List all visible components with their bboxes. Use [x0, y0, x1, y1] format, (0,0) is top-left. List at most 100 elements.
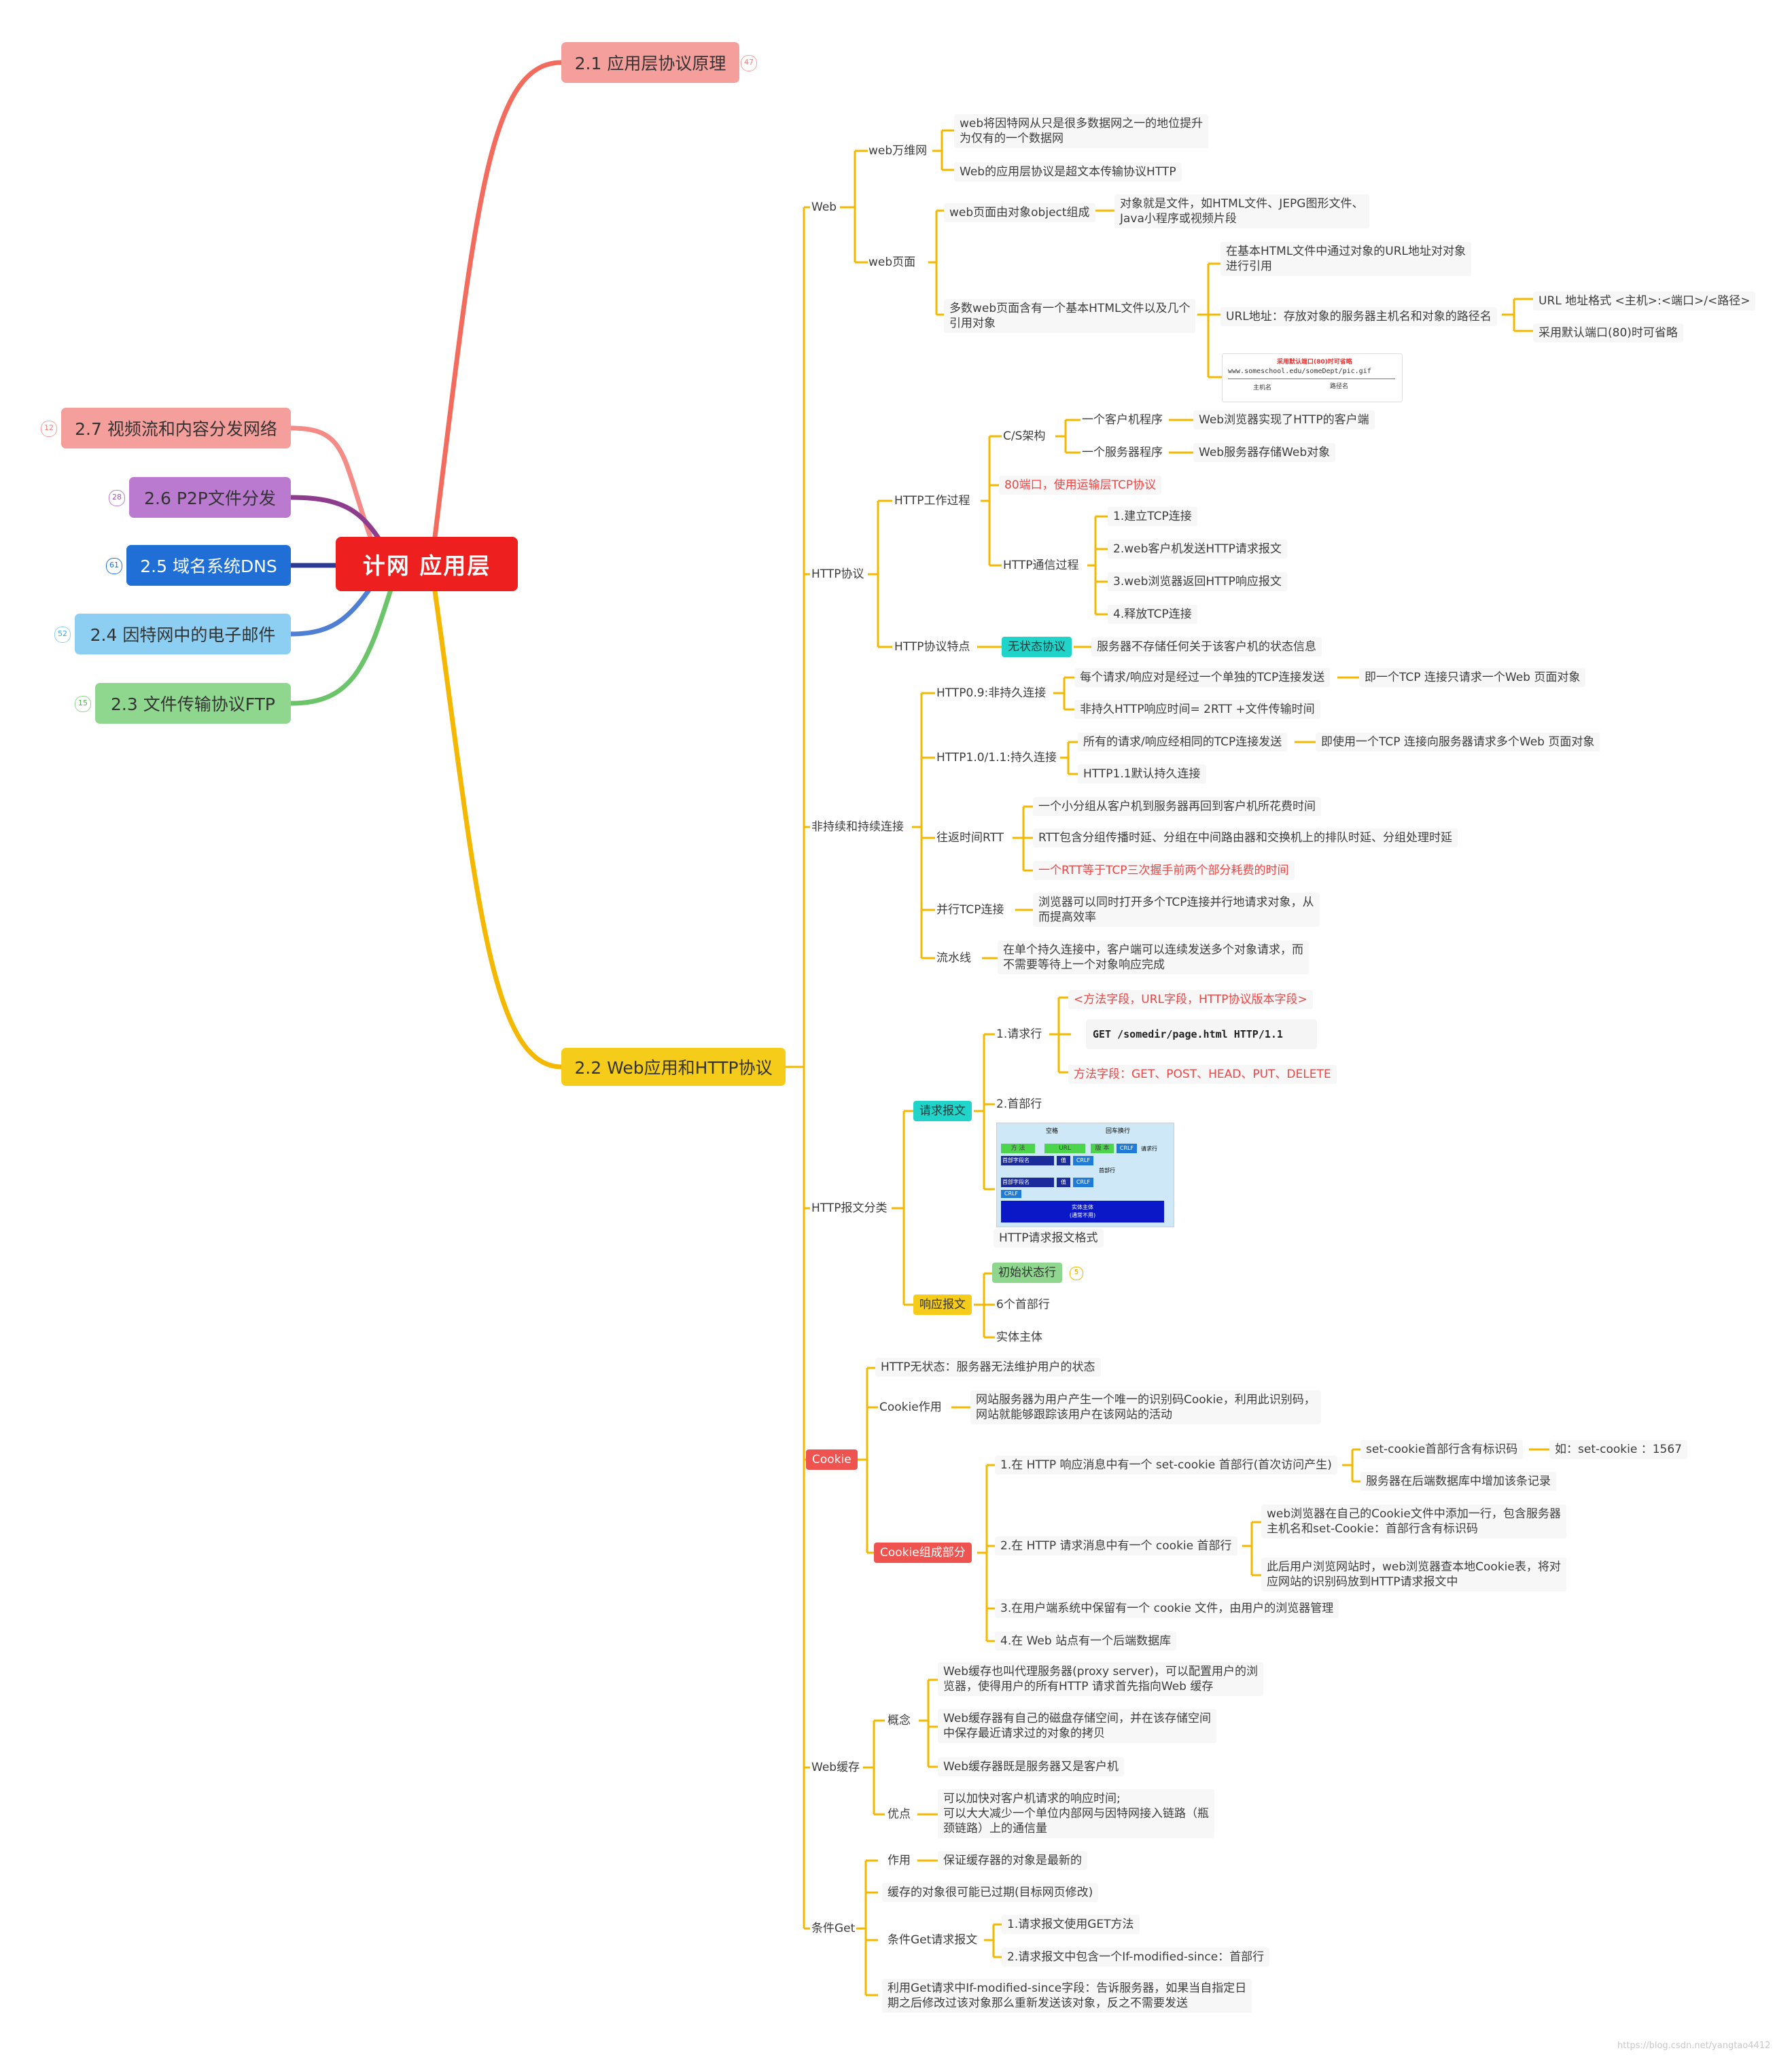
- parallel-note: 浏览器可以同时打开多个TCP连接并行地请求对象，从 而提高效率: [1033, 893, 1320, 927]
- topic-2-6[interactable]: 2.6 P2P文件分发: [129, 477, 291, 518]
- topic-2-7[interactable]: 2.7 视频流和内容分发网络: [61, 408, 291, 448]
- cookie-part-2b: 此后用户浏览网站时，web浏览器查本地Cookie表，将对 应网站的识别码放到H…: [1261, 1558, 1566, 1591]
- fig-value-cell: 值: [1057, 1178, 1070, 1187]
- web-cache-node[interactable]: Web缓存: [811, 1761, 860, 1774]
- fig-body-cell: 实体主体 (通常不用): [1001, 1201, 1164, 1222]
- concept-node[interactable]: 概念: [888, 1714, 911, 1727]
- topic-2-2[interactable]: 2.2 Web应用和HTTP协议: [561, 1048, 786, 1086]
- client-note: Web浏览器实现了HTTP的客户端: [1193, 410, 1375, 429]
- parallel-node[interactable]: 并行TCP连接: [936, 903, 1004, 917]
- ref-note: 在基本HTML文件中通过对象的URL地址对对象 进行引用: [1220, 242, 1472, 276]
- fig-value-cell: 值: [1057, 1156, 1070, 1165]
- root-topic[interactable]: 计网 应用层: [336, 537, 518, 591]
- conn-node[interactable]: 非持续和持续连接: [811, 820, 904, 834]
- fig-crlf-cell: CRLF: [1001, 1190, 1021, 1198]
- url-port-note: 采用默认端口(80)时可省略: [1533, 323, 1683, 342]
- count-badge: 61: [106, 558, 122, 574]
- pipeline-note: 在单个持久连接中，客户端可以连续发送多个对象请求，而 不需要等待上一个对象响应完…: [998, 940, 1309, 974]
- url-node[interactable]: URL地址：存放对象的服务器主机名和对象的路径名: [1220, 307, 1497, 326]
- topic-2-4[interactable]: 2.4 因特网中的电子邮件: [75, 614, 291, 654]
- cget-request-1: 1.请求报文使用GET方法: [1002, 1915, 1140, 1934]
- object-note: 对象就是文件，如HTML文件、JEPG图形文件、 Java小程序或视频片段: [1114, 194, 1369, 228]
- count-badge: 5: [1070, 1267, 1083, 1280]
- request-line-node[interactable]: 1.请求行: [996, 1027, 1042, 1041]
- cookie-part-2a: web浏览器在自己的Cookie文件中添加一行，包含服务器 主机名和set-Co…: [1261, 1504, 1566, 1538]
- http09-node[interactable]: HTTP0.9:非持久连接: [936, 686, 1047, 700]
- wanweiwang-node[interactable]: web万维网: [868, 144, 928, 158]
- http11-note-b: HTTP1.1默认持久连接: [1078, 764, 1206, 784]
- cookie-part-2[interactable]: 2.在 HTTP 请求消息中有一个 cookie 首部行: [995, 1536, 1237, 1555]
- topic-2-1[interactable]: 2.1 应用层协议原理: [561, 42, 739, 83]
- cs-node[interactable]: C/S架构: [1003, 429, 1046, 443]
- cache-concept-1: Web缓存也叫代理服务器(proxy server)，可以配置用户的浏 览器，使…: [938, 1662, 1263, 1696]
- img-caption: 采用默认端口(80)时可省略: [1277, 359, 1352, 366]
- fig-crlf-top-label: 回车换行: [1106, 1128, 1131, 1135]
- step-3: 3.web浏览器返回HTTP响应报文: [1108, 572, 1287, 591]
- count-badge: 47: [741, 55, 757, 71]
- cookie-part-1b: 服务器在后端数据库中增加该条记录: [1360, 1472, 1556, 1491]
- cookie-part-1a-example: 如：set-cookie ：1567: [1549, 1440, 1687, 1459]
- get-example-code: GET /somedir/page.html HTTP/1.1: [1086, 1019, 1317, 1049]
- pipeline-node[interactable]: 流水线: [936, 951, 971, 965]
- cget-request-node[interactable]: 条件Get请求报文: [888, 1933, 978, 1947]
- topic-2-5[interactable]: 2.5 域名系统DNS: [126, 545, 291, 586]
- cookie-part-4: 4.在 Web 站点有一个后端数据库: [995, 1632, 1177, 1651]
- count-badge: 52: [54, 627, 71, 643]
- web-page-node[interactable]: web页面: [868, 256, 916, 269]
- cookie-part-1[interactable]: 1.在 HTTP 响应消息中有一个 set-cookie 首部行(首次访问产生): [995, 1456, 1337, 1475]
- request-line-format: <方法字段，URL字段，HTTP协议版本字段>: [1068, 990, 1313, 1009]
- cget-request-2: 2.请求报文中包含一个If-modified-since：首部行: [1002, 1948, 1270, 1967]
- img-url-text: www.someschool.edu/someDept/pic.gif: [1228, 368, 1371, 375]
- cookie-use-node[interactable]: Cookie作用: [879, 1401, 942, 1414]
- entity-body-node[interactable]: 实体主体: [996, 1331, 1042, 1344]
- step-1: 1.建立TCP连接: [1108, 507, 1197, 526]
- request-msg-pill[interactable]: 请求报文: [913, 1101, 972, 1121]
- cookie-parts-pill[interactable]: Cookie组成部分: [874, 1543, 972, 1563]
- http11-note-a1: 即使用一个TCP 连接向服务器请求多个Web 页面对象: [1316, 733, 1600, 752]
- six-header-node[interactable]: 6个首部行: [996, 1298, 1050, 1312]
- server-note: Web服务器存储Web对象: [1193, 443, 1336, 462]
- comm-node[interactable]: HTTP通信过程: [1003, 559, 1079, 572]
- http-node[interactable]: HTTP协议: [811, 567, 864, 581]
- advantage-node[interactable]: 优点: [888, 1808, 911, 1821]
- rtt-node[interactable]: 往返时间RTT: [936, 831, 1004, 845]
- topic-2-3[interactable]: 2.3 文件传输协议FTP: [95, 683, 291, 724]
- request-format-caption: HTTP请求报文格式: [994, 1229, 1104, 1248]
- count-badge: 28: [109, 490, 125, 506]
- img-host-label: 主机名: [1253, 385, 1272, 391]
- cget-use-note: 保证缓存器的对象是最新的: [938, 1851, 1087, 1870]
- fig-crlf-cell: CRLF: [1073, 1178, 1093, 1187]
- count-badge: 15: [75, 696, 91, 712]
- http11-node[interactable]: HTTP1.0/1.1:持久连接: [936, 751, 1057, 764]
- port-note: 80端口，使用运输层TCP协议: [999, 476, 1162, 495]
- stateless-pill[interactable]: 无状态协议: [1002, 637, 1072, 657]
- base-html-node[interactable]: 多数web页面含有一个基本HTML文件以及几个 引用对象: [944, 299, 1196, 333]
- web-node[interactable]: Web: [811, 200, 837, 214]
- ww-note-2: Web的应用层协议是超文本传输协议HTTP: [954, 162, 1182, 181]
- header-line-node[interactable]: 2.首部行: [996, 1097, 1042, 1111]
- http11-note-a: 所有的请求/响应经相同的TCP连接发送: [1078, 733, 1288, 752]
- client-node[interactable]: 一个客户机程序: [1082, 413, 1163, 427]
- msg-node[interactable]: HTTP报文分类: [811, 1201, 888, 1215]
- cookie-pill[interactable]: Cookie: [806, 1449, 858, 1470]
- status-line-pill[interactable]: 初始状态行: [992, 1263, 1062, 1283]
- conditional-get-node[interactable]: 条件Get: [811, 1922, 856, 1935]
- cache-concept-2: Web缓存器有自己的磁盘存储空间，并在该存储空间 中保存最近请求过的对象的拷贝: [938, 1709, 1217, 1743]
- http-work-node[interactable]: HTTP工作过程: [894, 494, 970, 508]
- server-node[interactable]: 一个服务器程序: [1082, 446, 1163, 459]
- fig-crlf-cell: CRLF: [1073, 1156, 1093, 1165]
- rtt-note-3: 一个RTT等于TCP三次握手前两个部分耗费的时间: [1033, 861, 1295, 880]
- cookie-part-1a: set-cookie首部行含有标识码: [1360, 1440, 1524, 1459]
- object-node[interactable]: web页面由对象object组成: [944, 203, 1095, 222]
- feature-node[interactable]: HTTP协议特点: [894, 640, 970, 654]
- fig-hdrline-label: 首部行: [1099, 1167, 1115, 1174]
- rtt-note-2: RTT包含分组传播时延、分组在中间路由器和交换机上的排队时延、分组处理时延: [1033, 828, 1458, 847]
- cget-use-node[interactable]: 作用: [888, 1854, 911, 1867]
- step-2: 2.web客户机发送HTTP请求报文: [1108, 540, 1287, 559]
- response-msg-pill[interactable]: 响应报文: [913, 1295, 972, 1315]
- method-fields: 方法字段：GET、POST、HEAD、PUT、DELETE: [1068, 1065, 1337, 1084]
- step-4: 4.释放TCP连接: [1108, 605, 1197, 624]
- http09-note-b: 非持久HTTP响应时间= 2RTT +文件传输时间: [1074, 700, 1320, 719]
